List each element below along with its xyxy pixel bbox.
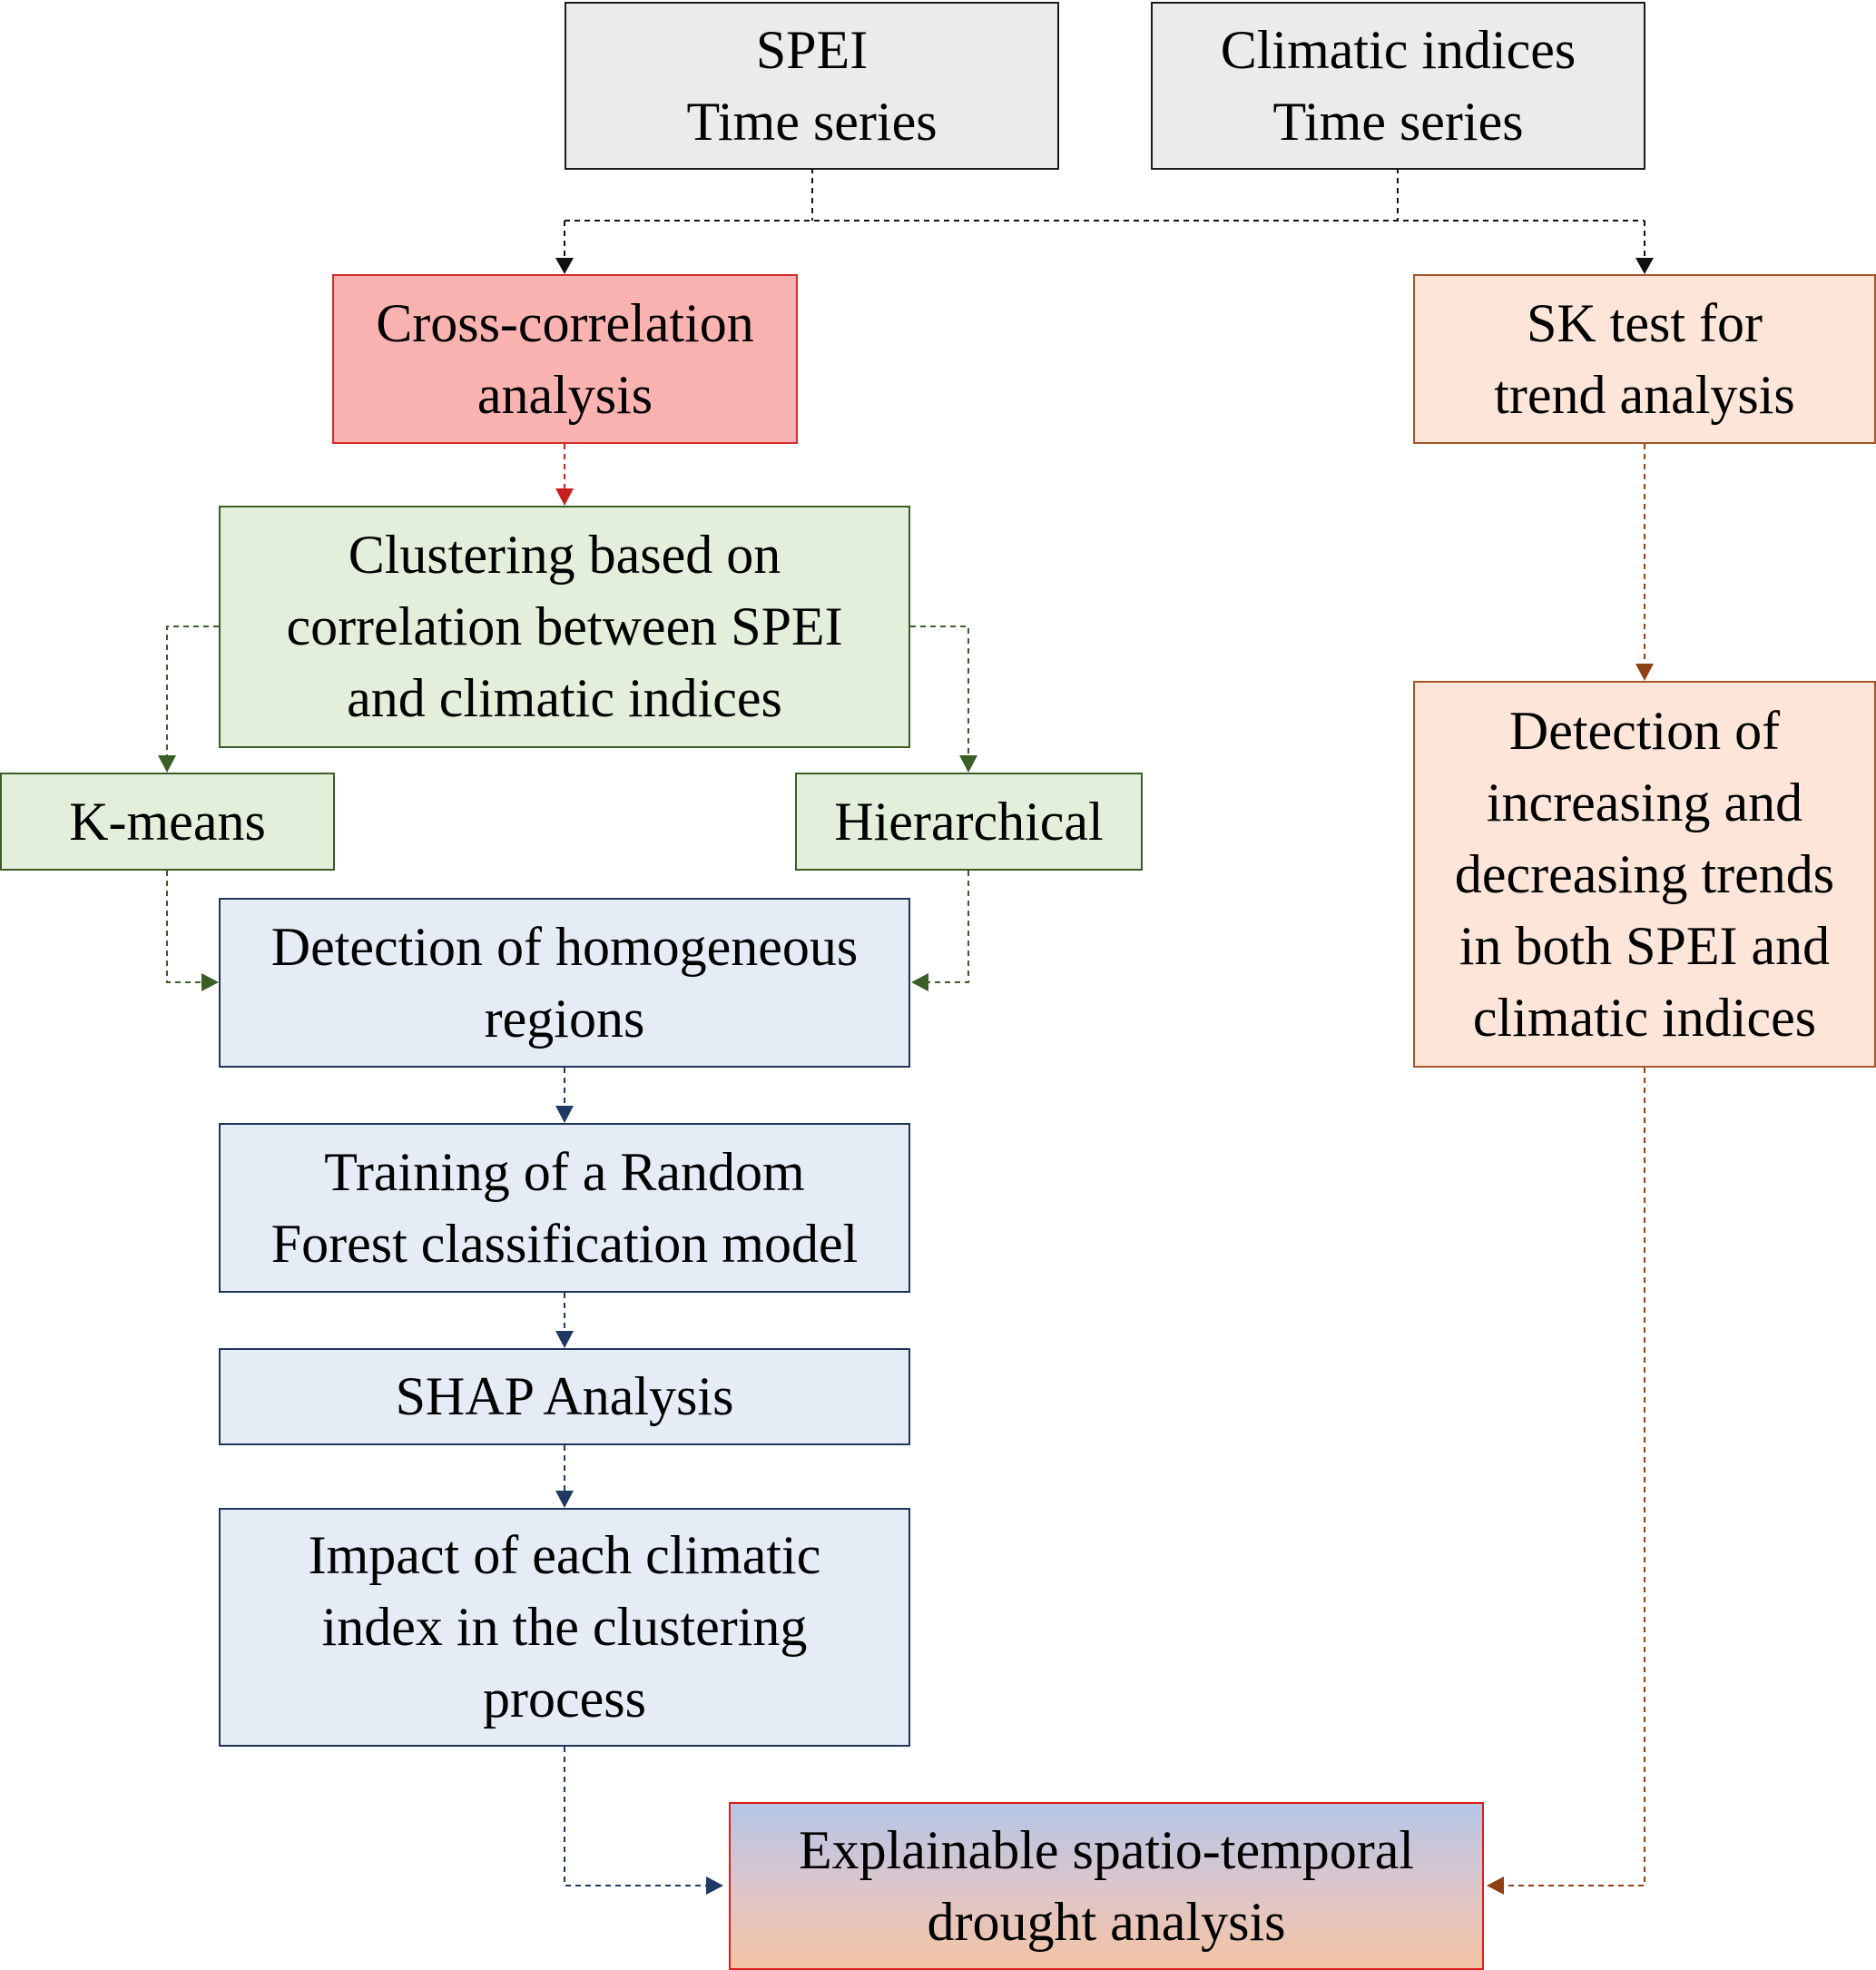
- node-hierarchical: Hierarchical: [795, 773, 1143, 871]
- node-hierarchical-label: Hierarchical: [834, 791, 1104, 852]
- connector-trends-to-final: [1495, 1068, 1645, 1886]
- connector-impact-to-final: [564, 1747, 713, 1886]
- node-impact-label: Impact of each climatic index in the clu…: [308, 1525, 821, 1729]
- node-impact: Impact of each climatic index in the clu…: [219, 1508, 910, 1747]
- node-spei-label: SPEI Time series: [686, 19, 938, 152]
- node-final-analysis: Explainable spatio-temporal drought anal…: [729, 1802, 1484, 1970]
- arrowhead-hierarchical: [959, 755, 977, 773]
- connector-clustering-to-hierarchical: [910, 625, 969, 763]
- arrowhead-crosscorr: [555, 258, 574, 274]
- arrowhead-sktest: [1635, 258, 1654, 274]
- node-random-forest: Training of a Random Forest classificati…: [219, 1123, 910, 1293]
- node-clustering: Clustering based on correlation between …: [219, 506, 910, 748]
- node-sk-test: SK test for trend analysis: [1413, 274, 1876, 444]
- node-clustering-label: Clustering based on correlation between …: [286, 525, 843, 728]
- node-sk-test-label: SK test for trend analysis: [1494, 292, 1795, 425]
- node-trend-detection-label: Detection of increasing and decreasing t…: [1454, 700, 1835, 1048]
- arrowhead-trends: [1635, 664, 1654, 681]
- node-homogeneous-regions: Detection of homogeneous regions: [219, 898, 910, 1068]
- node-kmeans: K-means: [0, 773, 335, 871]
- node-trend-detection: Detection of increasing and decreasing t…: [1413, 681, 1876, 1068]
- arrowhead-impact: [555, 1491, 574, 1508]
- node-homogeneous-regions-label: Detection of homogeneous regions: [270, 916, 859, 1049]
- connector-hierarchical-to-homog: [921, 871, 969, 983]
- arrowhead-final-right: [1487, 1876, 1504, 1895]
- arrowhead-homog-right: [911, 973, 928, 991]
- arrowhead-homog-left: [201, 973, 219, 991]
- node-spei: SPEI Time series: [565, 2, 1059, 170]
- node-cross-correlation-label: Cross-correlation analysis: [376, 292, 754, 425]
- node-climatic-indices-label: Climatic indices Time series: [1220, 19, 1576, 152]
- node-kmeans-label: K-means: [69, 791, 266, 852]
- arrowhead-final-left: [706, 1876, 723, 1895]
- node-shap-analysis-label: SHAP Analysis: [395, 1366, 734, 1426]
- node-final-analysis-label: Explainable spatio-temporal drought anal…: [798, 1819, 1415, 1952]
- arrowhead-rf: [555, 1106, 574, 1123]
- node-climatic-indices: Climatic indices Time series: [1151, 2, 1645, 170]
- connector-kmeans-to-homog: [166, 871, 209, 983]
- arrowhead-kmeans: [158, 755, 176, 773]
- connector-clustering-to-kmeans: [166, 625, 219, 763]
- arrowhead-clustering: [555, 488, 574, 506]
- node-shap-analysis: SHAP Analysis: [219, 1348, 910, 1445]
- node-random-forest-label: Training of a Random Forest classificati…: [270, 1141, 859, 1274]
- arrowhead-shap: [555, 1331, 574, 1348]
- node-cross-correlation: Cross-correlation analysis: [332, 274, 798, 444]
